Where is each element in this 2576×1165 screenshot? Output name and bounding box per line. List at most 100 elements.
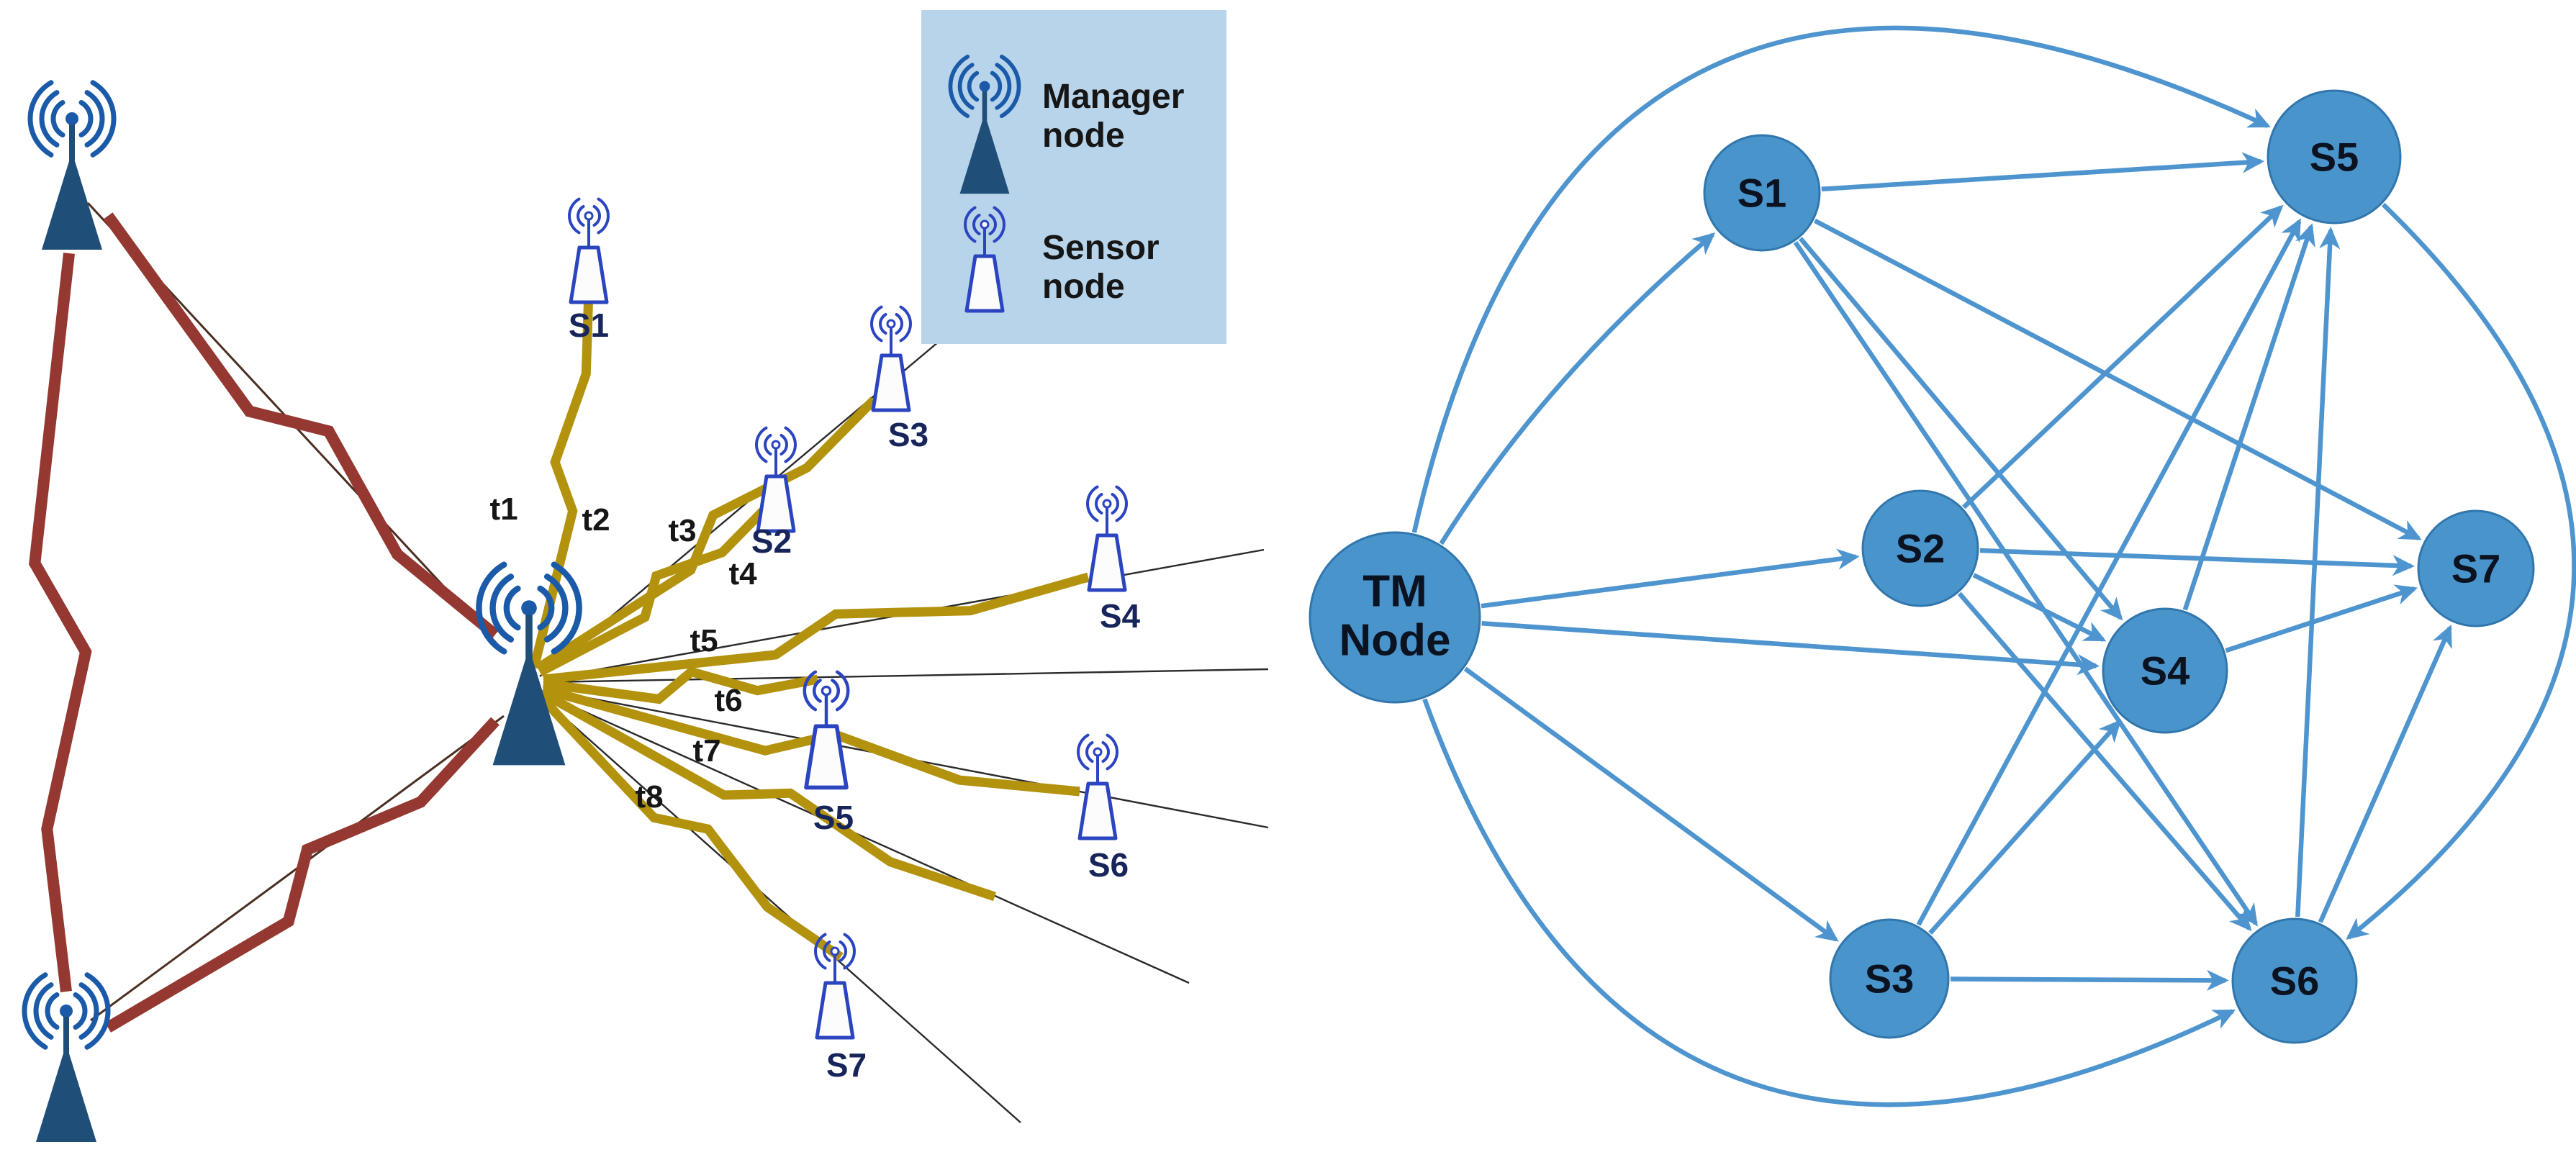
sensor-node-label: S2 [751,522,792,560]
graph-edge-S6-S7 [2318,624,2452,923]
radio-wave-icon [764,434,772,455]
graph-edge-TM-S6 [1422,698,2236,1107]
sensor-body-icon [964,254,1005,313]
graph-edge-S1-S5 [1821,152,2265,192]
graph-node-label-S2: S2 [1896,526,1945,571]
coverage-ray [538,694,1021,1123]
graph-node-S6 [2231,917,2358,1044]
radio-wave-icon [50,99,65,138]
sensor-node-label: S7 [826,1046,867,1084]
graph-node-S5 [2267,89,2402,225]
radio-wave-icon [899,305,912,343]
manager-bottom-left-icon [22,972,111,1142]
sensor-node-icon [964,206,1005,313]
manager-link-bolt [104,717,500,1033]
antenna-dot-icon [886,319,896,329]
antenna-dot-icon [65,112,78,125]
radio-wave-icon [537,585,555,631]
sensor-node-icon [568,197,610,304]
graph-node-label-S7: S7 [2451,546,2501,591]
radio-wave-icon [879,313,887,335]
radio-wave-icon [39,90,60,148]
manager-node-icon [948,54,1021,194]
radio-wave-icon [78,982,99,1040]
antenna-dot-icon [60,1005,73,1017]
wireless-link-bolt [543,666,819,704]
radio-wave-icon [779,434,788,455]
graph-edge-S2-S5 [1962,204,2284,509]
graph-edge-S3-S4 [1928,719,2122,935]
graph-edge-TM-S2 [1481,548,1860,609]
wireless-link-bolt [537,504,769,676]
sensor-node-icon [755,426,797,533]
radio-wave-icon [551,561,582,655]
tower-icon [36,1044,96,1142]
graph-edge-S4-S7 [2225,584,2418,653]
sensor-body-icon [804,724,849,790]
radio-wave-icon [835,670,850,712]
graph-node-S2 [1861,489,1979,607]
graph-node-S3 [1829,918,1950,1039]
sensor-node-label: S3 [888,416,928,453]
antenna-dot-icon [521,600,537,616]
radio-wave-icon [1115,485,1128,522]
antenna-dot-icon [584,211,594,221]
antenna-dot-icon [830,946,840,956]
tower-icon [492,648,566,766]
wireless-link-bolt [543,572,1090,684]
radio-wave-icon [870,305,883,343]
radio-wave-icon [568,197,581,235]
radio-wave-icon [78,99,94,138]
radio-wave-icon [1101,741,1110,763]
wireless-link-bolt [535,691,844,961]
sensor-node-icon [1077,733,1118,840]
sensor-node-icon [870,305,912,412]
manager-link-bolt [103,212,500,640]
tower-icon [959,113,1010,194]
legend-label: Sensor [1042,229,1160,267]
manager-top-left-icon [27,80,117,250]
radio-wave-icon [489,574,514,643]
radio-wave-icon [995,63,1012,110]
radio-wave-icon [895,313,903,335]
graph-edge-S3-S6 [1950,969,2229,991]
timeslot-label: t1 [489,491,518,527]
radio-wave-icon [993,206,1005,243]
radio-wave-icon [476,561,507,655]
wireless-link-bolt [538,688,997,902]
radio-wave-icon [597,197,610,235]
graph-node-S7 [2417,509,2535,627]
radio-wave-icon [972,214,981,235]
legend-label: Manager [1042,78,1184,116]
radio-wave-icon [964,206,977,243]
graph-edge-S3-S5 [1916,218,2302,926]
radio-wave-icon [803,670,818,712]
radio-wave-icon [33,982,54,1040]
antenna-dot-icon [1102,499,1112,509]
radio-wave-icon [84,972,111,1050]
graph-edge-TM-S5 [1411,25,2271,533]
graph-node-label-S3: S3 [1865,956,1915,1002]
radio-wave-icon [577,205,585,227]
antenna-dot-icon [980,219,990,230]
timeslot-label: t4 [728,556,757,591]
sensor-node-icon [1086,485,1128,592]
sensor-body-icon [871,353,911,412]
radio-wave-icon [967,71,980,102]
sensor-body-icon [569,245,609,304]
timeslot-label: t5 [690,623,718,658]
radio-wave-icon [814,933,827,970]
graph-edge-S2-S6 [1957,591,2252,932]
legend-label: node [1042,268,1125,306]
timeslot-label: t7 [692,733,720,769]
graph-node-label-S5: S5 [2310,135,2359,180]
radio-wave-icon [503,585,521,631]
radio-wave-icon [948,54,970,119]
radio-wave-icon [1086,485,1099,522]
graph-edge-S1-S6 [1793,240,2258,927]
graph-node-label-S4: S4 [2141,648,2190,694]
